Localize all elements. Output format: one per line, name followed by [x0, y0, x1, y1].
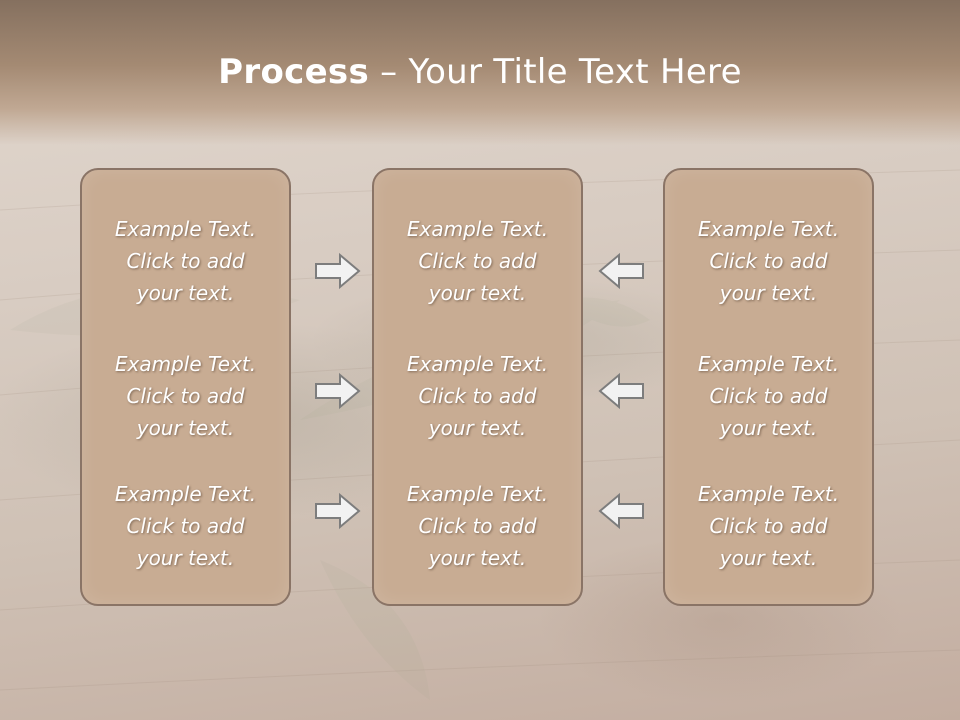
text-placeholder[interactable]: Example Text. Click to add your text.	[82, 213, 289, 309]
text-line: Click to add	[418, 384, 537, 408]
text-line: Click to add	[709, 384, 828, 408]
slide-title[interactable]: Process – Your Title Text Here	[0, 52, 960, 92]
text-line: your text.	[719, 546, 818, 570]
text-placeholder[interactable]: Example Text. Click to add your text.	[374, 348, 581, 444]
text-placeholder[interactable]: Example Text. Click to add your text.	[665, 213, 872, 309]
text-line: Example Text.	[406, 352, 549, 376]
process-box-left[interactable]: Example Text. Click to add your text. Ex…	[80, 168, 291, 606]
text-placeholder[interactable]: Example Text. Click to add your text.	[374, 478, 581, 574]
text-placeholder[interactable]: Example Text. Click to add your text.	[82, 348, 289, 444]
text-line: Example Text.	[114, 482, 257, 506]
text-line: Example Text.	[406, 217, 549, 241]
text-placeholder[interactable]: Example Text. Click to add your text.	[665, 348, 872, 444]
text-line: Click to add	[709, 514, 828, 538]
text-line: Click to add	[418, 249, 537, 273]
text-line: your text.	[136, 416, 235, 440]
process-box-right[interactable]: Example Text. Click to add your text. Ex…	[663, 168, 874, 606]
text-line: Example Text.	[697, 217, 840, 241]
text-line: Example Text.	[114, 352, 257, 376]
text-line: your text.	[428, 416, 527, 440]
text-line: your text.	[428, 281, 527, 305]
text-line: Click to add	[418, 514, 537, 538]
text-line: your text.	[136, 546, 235, 570]
arrow-right-icon[interactable]	[314, 372, 362, 410]
text-line: Example Text.	[114, 217, 257, 241]
text-line: Click to add	[709, 249, 828, 273]
text-placeholder[interactable]: Example Text. Click to add your text.	[82, 478, 289, 574]
text-line: your text.	[136, 281, 235, 305]
text-line: your text.	[719, 281, 818, 305]
arrow-right-icon[interactable]	[314, 492, 362, 530]
text-line: Click to add	[126, 384, 245, 408]
title-bar	[0, 0, 960, 145]
arrow-left-icon[interactable]	[597, 372, 645, 410]
text-placeholder[interactable]: Example Text. Click to add your text.	[374, 213, 581, 309]
text-line: your text.	[719, 416, 818, 440]
arrow-left-icon[interactable]	[597, 252, 645, 290]
title-bold: Process	[218, 52, 370, 92]
text-line: Example Text.	[697, 352, 840, 376]
text-placeholder[interactable]: Example Text. Click to add your text.	[665, 478, 872, 574]
arrow-left-icon[interactable]	[597, 492, 645, 530]
title-rest: – Your Title Text Here	[369, 52, 742, 92]
process-box-center[interactable]: Example Text. Click to add your text. Ex…	[372, 168, 583, 606]
text-line: Example Text.	[697, 482, 840, 506]
text-line: Click to add	[126, 514, 245, 538]
text-line: Click to add	[126, 249, 245, 273]
text-line: Example Text.	[406, 482, 549, 506]
arrow-right-icon[interactable]	[314, 252, 362, 290]
text-line: your text.	[428, 546, 527, 570]
